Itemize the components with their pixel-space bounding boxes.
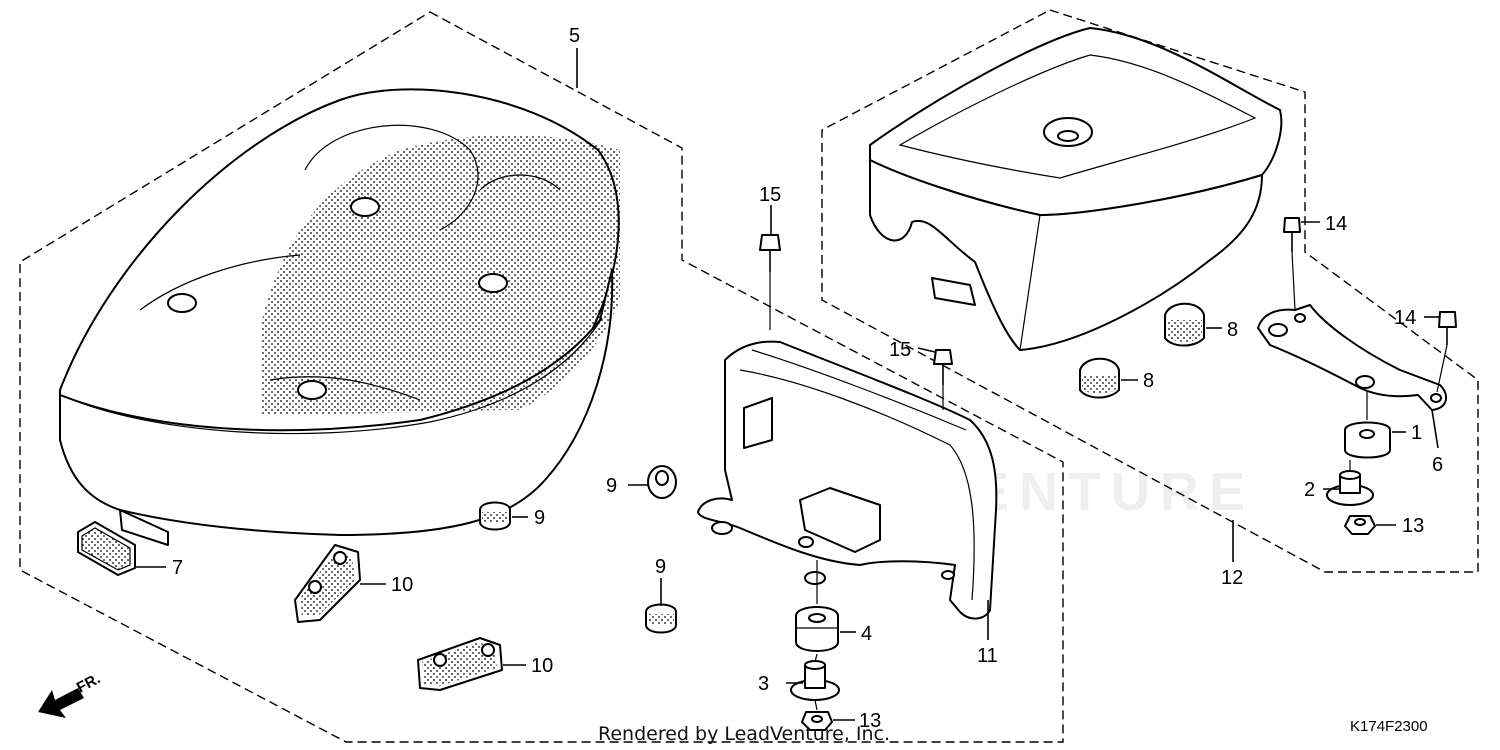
grommet-part-1[interactable] bbox=[1344, 421, 1391, 459]
callout-14-right: 14 bbox=[1394, 307, 1416, 329]
callout-13-bottom: 13 bbox=[859, 710, 881, 732]
nut-13-right[interactable] bbox=[1344, 515, 1376, 535]
seat-cowl-group-boundary bbox=[821, 9, 1479, 573]
collar-part-2[interactable] bbox=[1326, 470, 1374, 506]
seat-group-boundary bbox=[19, 11, 1064, 743]
bolt-15-lower[interactable] bbox=[933, 349, 953, 385]
seat-bracket-part[interactable] bbox=[697, 340, 998, 620]
callout-5: 5 bbox=[569, 25, 580, 47]
callout-10-upper: 10 bbox=[391, 574, 413, 596]
callout-1: 1 bbox=[1411, 422, 1422, 444]
cowl-cushion-part-a[interactable] bbox=[1164, 302, 1205, 347]
callout-9-a: 9 bbox=[606, 475, 617, 497]
seat-cowl-part[interactable] bbox=[869, 27, 1283, 351]
callout-9-b: 9 bbox=[534, 507, 545, 529]
callout-15-lower: 15 bbox=[889, 339, 911, 361]
diagram-code: K174F2300 bbox=[1350, 718, 1428, 735]
callout-8-upper: 8 bbox=[1227, 319, 1238, 341]
callout-12: 12 bbox=[1221, 567, 1243, 589]
front-direction-indicator: FR. bbox=[38, 670, 103, 718]
callout-14-left: 14 bbox=[1325, 213, 1347, 235]
seat-cushion-part-a[interactable] bbox=[294, 544, 361, 623]
render-credit: Rendered by LeadVenture, Inc. bbox=[598, 723, 890, 745]
callout-4: 4 bbox=[861, 623, 872, 645]
bolt-14-left[interactable] bbox=[1283, 217, 1301, 252]
collar-part-b[interactable] bbox=[479, 501, 511, 531]
bolt-14-right[interactable] bbox=[1438, 311, 1457, 345]
callout-10-lower: 10 bbox=[531, 655, 553, 677]
nut-13-bottom[interactable] bbox=[801, 711, 833, 731]
cowl-bracket-part[interactable] bbox=[1257, 304, 1448, 411]
leader-lines bbox=[136, 48, 1448, 721]
callout-6: 6 bbox=[1432, 454, 1443, 476]
callout-15-upper: 15 bbox=[759, 184, 781, 206]
callout-3: 3 bbox=[758, 673, 769, 695]
callout-11: 11 bbox=[977, 645, 998, 667]
callouts: 5 1 2 3 4 6 7 8 8 9 9 9 10 10 11 12 13 1… bbox=[172, 25, 1443, 732]
cowl-cushion-part-b[interactable] bbox=[1079, 357, 1120, 399]
collar-part-a[interactable] bbox=[647, 465, 677, 499]
collar-part-3[interactable] bbox=[790, 660, 840, 701]
seat-part[interactable] bbox=[59, 88, 620, 546]
seat-cushion-part-b[interactable] bbox=[417, 637, 503, 691]
callout-2: 2 bbox=[1304, 479, 1315, 501]
front-arrow-icon bbox=[38, 688, 84, 718]
seat-rubber-part[interactable] bbox=[77, 521, 136, 576]
callout-9-c: 9 bbox=[655, 556, 666, 578]
bolt-15-upper[interactable] bbox=[759, 234, 781, 272]
callout-7: 7 bbox=[172, 557, 183, 579]
callout-13-right: 13 bbox=[1402, 515, 1424, 537]
grommet-part-4[interactable] bbox=[795, 606, 839, 652]
collar-part-c[interactable] bbox=[645, 603, 677, 634]
callout-8-lower: 8 bbox=[1143, 370, 1154, 392]
